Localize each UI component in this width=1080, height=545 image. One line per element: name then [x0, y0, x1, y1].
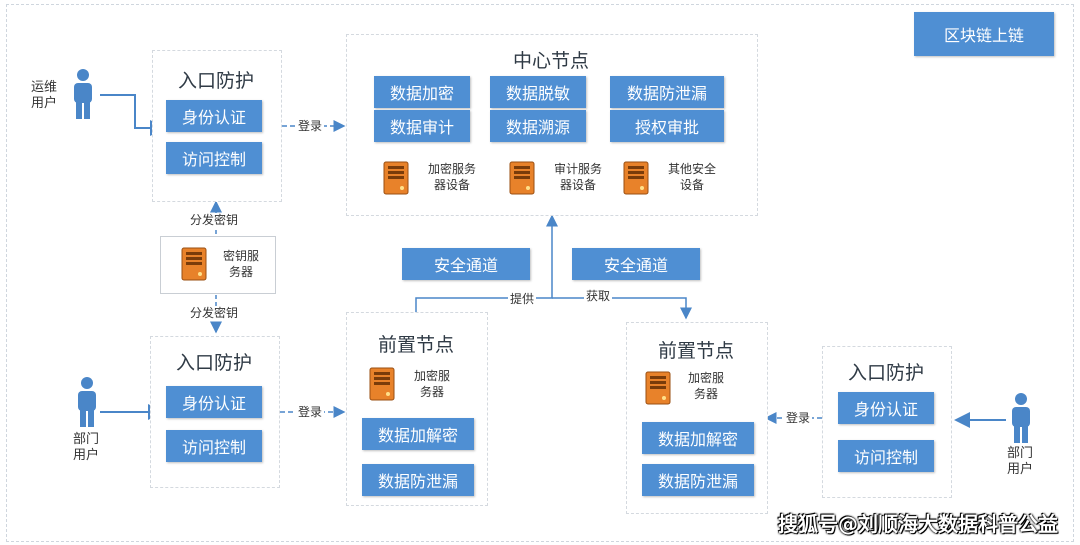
blockchain-onchain-button[interactable]: 区块链上链: [914, 12, 1054, 56]
dept-user-label-right: 部门 用户: [1006, 446, 1033, 477]
server-icon: [369, 367, 395, 401]
arrow-provide-to-center: [415, 214, 558, 312]
person-icon: [74, 69, 92, 119]
login-label-right: 登录: [784, 411, 813, 425]
access-control-top: 访问控制: [166, 142, 262, 174]
front-left-server-label: 加密服 务器: [413, 369, 450, 399]
server-icon: [645, 371, 671, 405]
data-encdec-left: 数据加解密: [362, 418, 474, 450]
function-data-masking: 数据脱敏: [490, 76, 586, 108]
person-icon: [78, 377, 96, 427]
arrow-ops-user-to-entry: [100, 94, 166, 136]
audit-server-label: 审计服务 器设备: [553, 162, 602, 192]
access-control-mid: 访问控制: [166, 430, 262, 462]
center-node-title: 中心节点: [512, 50, 589, 72]
login-label-mid: 登录: [296, 405, 325, 419]
entry-protection-right-title: 入口防护: [847, 362, 924, 384]
diagram-border: [6, 4, 1074, 542]
encryption-server-label: 加密服务 器设备: [427, 162, 476, 192]
identity-auth-top: 身份认证: [166, 100, 262, 132]
watermark: 搜狐号@刘顺海大数据科普公益: [778, 512, 1058, 536]
server-icon: [383, 161, 409, 195]
login-label-top: 登录: [296, 119, 325, 133]
server-icon: [181, 247, 207, 281]
provide-label: 提供: [508, 292, 537, 306]
arrow-obtain-to-front-right: [552, 297, 692, 320]
key-server-label: 密钥服 务器: [222, 249, 259, 279]
distribute-key-label-top: 分发密钥: [188, 213, 241, 227]
function-data-encryption: 数据加密: [374, 76, 470, 108]
front-node-right-title: 前置节点: [657, 340, 734, 362]
obtain-label: 获取: [584, 289, 613, 303]
function-data-audit: 数据审计: [374, 110, 470, 142]
data-leak-prevention-right: 数据防泄漏: [642, 464, 754, 496]
secure-channel-right: 安全通道: [572, 248, 700, 280]
identity-auth-right: 身份认证: [838, 392, 934, 424]
function-data-leak-prevention: 数据防泄漏: [610, 76, 724, 108]
data-encdec-right: 数据加解密: [642, 422, 754, 454]
dept-user-label-left: 部门 用户: [72, 432, 99, 463]
distribute-key-label-bottom: 分发密钥: [188, 306, 241, 320]
function-data-tracing: 数据溯源: [490, 110, 586, 142]
front-right-server-label: 加密服 务器: [687, 371, 724, 401]
data-leak-prevention-left: 数据防泄漏: [362, 464, 474, 496]
other-security-device-label: 其他安全 设备: [667, 162, 716, 192]
entry-protection-mid-title: 入口防护: [175, 352, 252, 374]
secure-channel-left: 安全通道: [402, 248, 530, 280]
function-authorization-approval: 授权审批: [610, 110, 724, 142]
person-icon: [1012, 393, 1030, 443]
server-icon: [509, 161, 535, 195]
identity-auth-mid: 身份认证: [166, 386, 262, 418]
entry-protection-top-title: 入口防护: [177, 70, 254, 92]
access-control-right: 访问控制: [838, 440, 934, 472]
ops-user-label: 运维 用户: [30, 80, 57, 111]
server-icon: [623, 161, 649, 195]
key-server-panel: [160, 236, 276, 294]
front-node-left-title: 前置节点: [377, 334, 454, 356]
